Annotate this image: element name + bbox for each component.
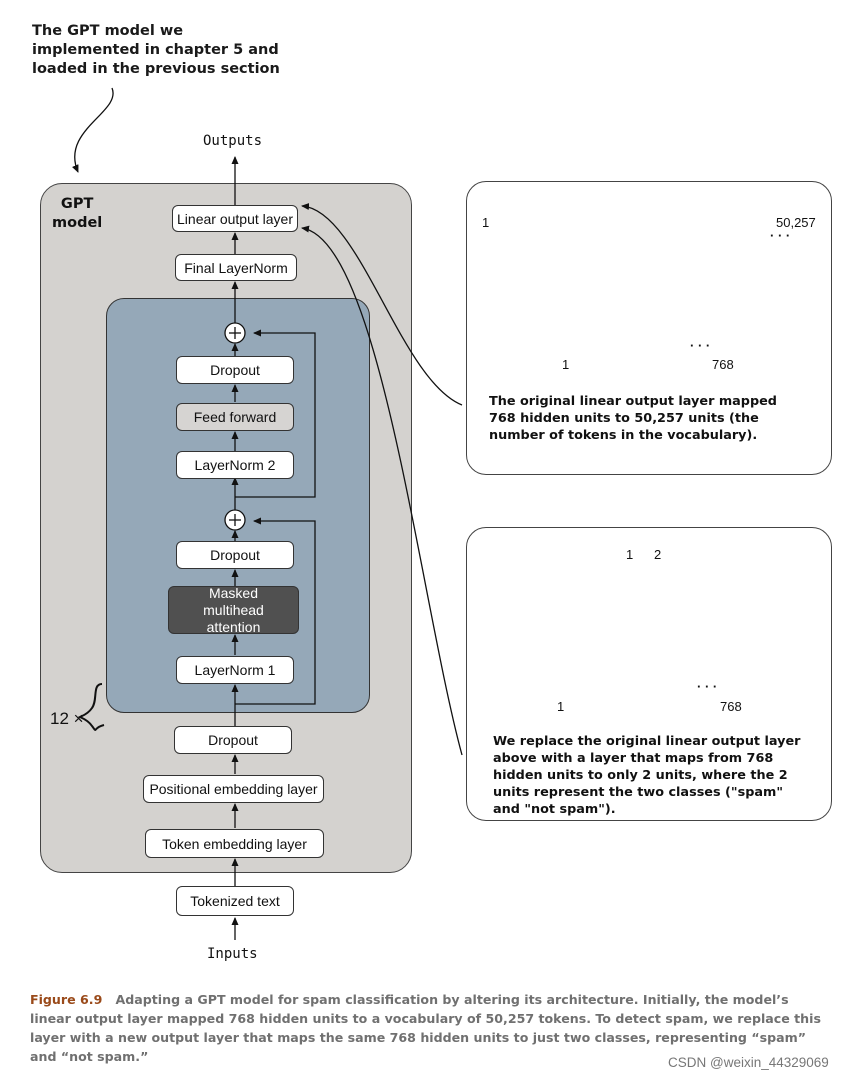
layernorm1-box: LayerNorm 1 [176, 656, 294, 684]
new-output1-label: 1 [626, 547, 634, 562]
layernorm2-box: LayerNorm 2 [176, 451, 294, 479]
watermark: CSDN @weixin_44329069 [668, 1055, 829, 1070]
original-bottom-left-label: 1 [562, 357, 570, 372]
original-top-left-label: 1 [482, 215, 490, 230]
repeat-label: 12 × [50, 709, 84, 728]
original-top-ellipsis: · · · [770, 228, 791, 243]
final-layernorm-box: Final LayerNorm [175, 254, 297, 281]
figure-caption: Figure 6.9 Adapting a GPT model for spam… [30, 990, 830, 1066]
inputs-label: Inputs [207, 946, 258, 962]
new-output2-label: 2 [654, 547, 662, 562]
positional-embedding-box: Positional embedding layer [143, 775, 324, 803]
top-annotation: The GPT model we implemented in chapter … [32, 23, 280, 77]
residual-add-upper [224, 322, 246, 344]
original-bottom-right-label: 768 [712, 357, 734, 372]
new-bottom-left-label: 1 [557, 699, 565, 714]
original-layer-description: The original linear output layer mapped … [489, 394, 777, 443]
gpt-label-line1: GPT [60, 196, 94, 212]
repeat-brace [77, 683, 105, 731]
new-bottom-ellipsis: · · · [697, 679, 718, 694]
gpt-label-line2: model [52, 215, 103, 231]
residual-add-lower [224, 509, 246, 531]
figure-number: Figure 6.9 [30, 992, 103, 1007]
dropout-bottom-box: Dropout [174, 726, 292, 754]
gpt-model-label: GPT model [52, 195, 102, 233]
tokenized-text-box: Tokenized text [176, 886, 294, 916]
dropout-mid-box: Dropout [176, 541, 294, 569]
figure-caption-text: Adapting a GPT model for spam classifica… [30, 992, 821, 1064]
feed-forward-box: Feed forward [176, 403, 294, 431]
token-embedding-box: Token embedding layer [145, 829, 324, 858]
dropout-top-box: Dropout [176, 356, 294, 384]
masked-attention-box: Masked multihead attention [168, 585, 299, 635]
original-layer-panel [466, 181, 832, 475]
new-layer-panel [466, 527, 832, 821]
original-bottom-ellipsis: · · · [690, 338, 711, 353]
new-bottom-right-label: 768 [720, 699, 742, 714]
new-layer-description: We replace the original linear output la… [493, 734, 801, 817]
outputs-label: Outputs [203, 133, 263, 149]
original-top-right-label: 50,257 [776, 215, 816, 230]
linear-output-layer-box: Linear output layer [172, 205, 298, 232]
